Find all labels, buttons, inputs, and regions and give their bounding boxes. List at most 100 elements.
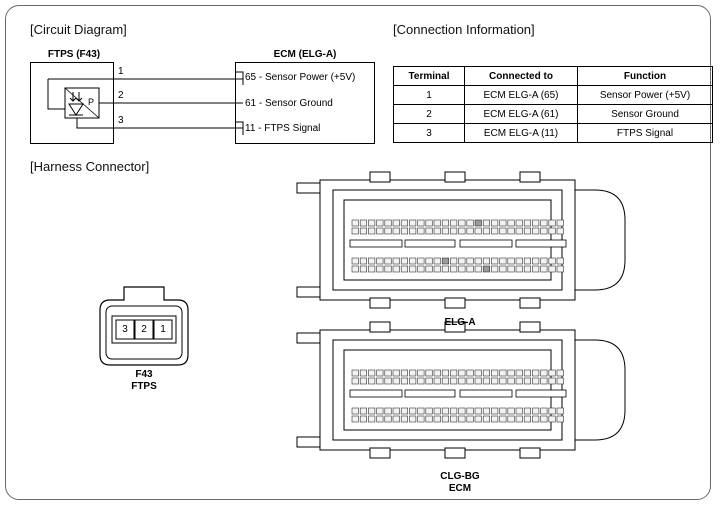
elg-a-terminal <box>466 257 474 265</box>
elg-a-terminal <box>507 219 515 227</box>
sensor-triangle-icon <box>68 103 84 116</box>
elg-a-terminal <box>400 227 409 235</box>
clg-bg-terminal <box>515 415 523 423</box>
clg-bg-terminal <box>359 407 368 415</box>
elg-a-terminal <box>384 265 392 273</box>
clg-bg-terminal <box>491 377 499 385</box>
elg-a-terminal <box>474 219 482 227</box>
clg-bg-terminal <box>491 407 499 415</box>
elg-a-terminal <box>441 257 450 265</box>
table-row: 2 ECM ELG-A (61) Sensor Ground <box>393 104 713 124</box>
clg-bg-terminal <box>515 407 523 415</box>
clg-bg-terminal <box>482 377 491 385</box>
elg-a-terminal <box>458 227 466 235</box>
clg-bg-terminal <box>532 377 540 385</box>
clg-bg-terminal <box>507 407 515 415</box>
elg-a-terminal <box>368 257 376 265</box>
clg-bg-terminal <box>351 407 359 415</box>
elg-a-terminal <box>417 219 425 227</box>
elg-a-terminal <box>409 257 417 265</box>
ecm-terminal-65: 65 - Sensor Power (+5V) <box>245 72 356 83</box>
elg-a-terminal <box>376 265 384 273</box>
clg-bg-terminal <box>458 369 466 377</box>
elg-a-terminal <box>491 219 499 227</box>
clg-bg-terminal <box>384 415 392 423</box>
elg-a-terminal <box>540 227 548 235</box>
elg-a-left-tab-top <box>296 182 323 194</box>
elg-a-terminal <box>351 227 359 235</box>
elg-a-terminal <box>482 257 491 265</box>
elg-a-terminal <box>450 227 458 235</box>
elg-a-slot <box>404 239 456 248</box>
clg-bg-terminal <box>499 377 507 385</box>
clg-bg-terminal <box>507 415 515 423</box>
clg-bg-terminal <box>556 407 564 415</box>
clg-bg-terminal <box>482 407 491 415</box>
elg-a-terminal <box>433 219 441 227</box>
elg-a-key-top <box>444 171 466 183</box>
clg-bg-terminal <box>417 407 425 415</box>
elg-a-terminal <box>507 257 515 265</box>
elg-a-terminal <box>499 265 507 273</box>
elg-a-terminal <box>376 257 384 265</box>
elg-a-terminal <box>532 219 540 227</box>
wire-pin-1: 1 <box>118 66 124 77</box>
clg-bg-terminal <box>458 377 466 385</box>
elg-a-terminal <box>556 257 564 265</box>
clg-bg-terminal <box>376 369 384 377</box>
clg-bg-terminal <box>548 407 556 415</box>
clg-bg-terminal <box>474 407 482 415</box>
elg-a-terminal <box>474 265 482 273</box>
clg-bg-terminal <box>556 377 564 385</box>
elg-a-terminal <box>384 219 392 227</box>
elg-a-slot <box>349 239 403 248</box>
clg-bg-terminal <box>384 377 392 385</box>
clg-bg-terminal <box>491 369 499 377</box>
elg-a-terminal <box>400 219 409 227</box>
clg-bg-terminal <box>392 415 400 423</box>
elg-a-slot <box>515 239 567 248</box>
elg-a-terminal <box>351 219 359 227</box>
elg-a-terminal <box>392 265 400 273</box>
elg-a-terminal <box>515 227 523 235</box>
clg-bg-left-tab-bottom <box>296 436 323 448</box>
elg-a-terminal <box>556 227 564 235</box>
clg-bg-terminal <box>441 415 450 423</box>
clg-bg-terminal <box>466 407 474 415</box>
elg-a-terminal <box>409 265 417 273</box>
elg-a-terminal <box>441 265 450 273</box>
clg-bg-terminal <box>515 369 523 377</box>
elg-a-terminal <box>400 257 409 265</box>
clg-bg-connector-label: CLG-BG <box>440 471 480 482</box>
clg-bg-terminal <box>532 415 540 423</box>
clg-bg-key-top <box>369 321 391 333</box>
elg-a-terminal <box>540 219 548 227</box>
elg-a-terminal <box>368 219 376 227</box>
elg-a-terminal <box>466 219 474 227</box>
elg-a-terminal <box>515 265 523 273</box>
clg-bg-terminal <box>548 415 556 423</box>
clg-bg-terminal <box>441 369 450 377</box>
elg-a-terminal <box>384 257 392 265</box>
clg-bg-terminal <box>441 407 450 415</box>
clg-bg-terminal <box>540 415 548 423</box>
elg-a-terminal <box>359 265 368 273</box>
elg-a-slot <box>459 239 513 248</box>
ftps-label: FTPS (F43) <box>47 49 101 60</box>
f43-pin-3: 3 <box>122 324 128 335</box>
table-header-row: Terminal Connected to Function <box>393 66 713 86</box>
elg-a-terminal <box>368 227 376 235</box>
ecm-terminal-61: 61 - Sensor Ground <box>245 98 333 109</box>
elg-a-terminal <box>515 257 523 265</box>
clg-bg-terminal <box>441 377 450 385</box>
elg-a-terminal <box>507 227 515 235</box>
elg-a-left-tab-bottom <box>296 286 323 298</box>
clg-bg-terminal <box>482 415 491 423</box>
clg-bg-terminal <box>425 415 433 423</box>
connection-information-heading: [Connection Information] <box>393 22 535 37</box>
elg-a-terminal <box>441 219 450 227</box>
clg-bg-terminal <box>376 415 384 423</box>
